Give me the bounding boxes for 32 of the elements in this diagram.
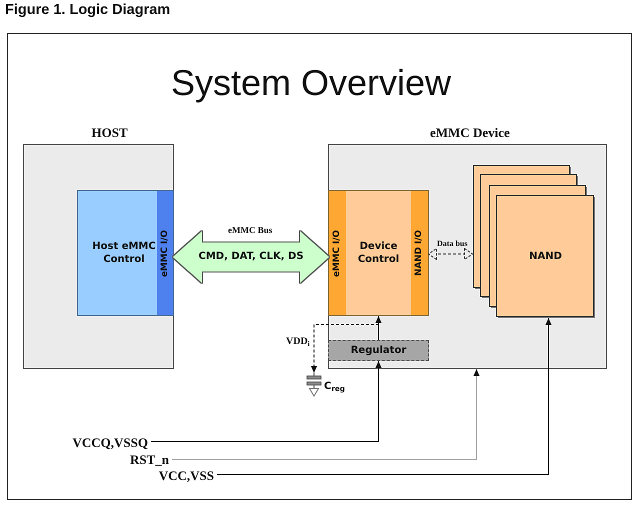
component-label: Device Control — [357, 240, 400, 266]
controller-block — [77, 190, 174, 316]
diagram-title: System Overview — [171, 65, 452, 101]
group-heading: eMMC Device — [430, 126, 510, 139]
memory-stack — [473, 165, 595, 318]
signal-label: RST_n — [130, 452, 172, 466]
arrow — [310, 324, 379, 374]
bus-arrow — [428, 248, 474, 260]
edge-label: CMD, DAT, CLK, DS — [198, 252, 304, 262]
component-label: NAND — [528, 250, 562, 263]
capacitor-symbol — [306, 373, 322, 397]
io-strip — [329, 191, 346, 315]
edge-label: VDD$_{i}$ — [286, 337, 310, 347]
component-label: Regulator — [350, 344, 407, 357]
component-label: C$_{reg}$ — [324, 382, 345, 392]
io-strip — [411, 191, 428, 315]
io-strip — [157, 191, 173, 315]
port-label: eMMC I/O — [160, 230, 170, 276]
controller-block — [328, 190, 429, 316]
figure-caption: Figure 1. Logic Diagram — [5, 3, 170, 18]
signal-label: VCCQ,VSSQ — [72, 436, 151, 449]
bus-label: eMMC Bus — [228, 226, 272, 234]
port-label: eMMC I/O — [333, 230, 342, 276]
component-label: Host eMMC Control — [92, 240, 156, 266]
regulator-block — [328, 340, 429, 361]
arrow — [150, 360, 382, 442]
signal-label: VCC,VSS — [158, 468, 217, 482]
block-arrow — [173, 231, 329, 283]
arrow — [172, 368, 480, 460]
arrow — [216, 318, 552, 475]
port-label: NAND I/O — [415, 230, 424, 276]
group-heading: HOST — [92, 126, 128, 139]
